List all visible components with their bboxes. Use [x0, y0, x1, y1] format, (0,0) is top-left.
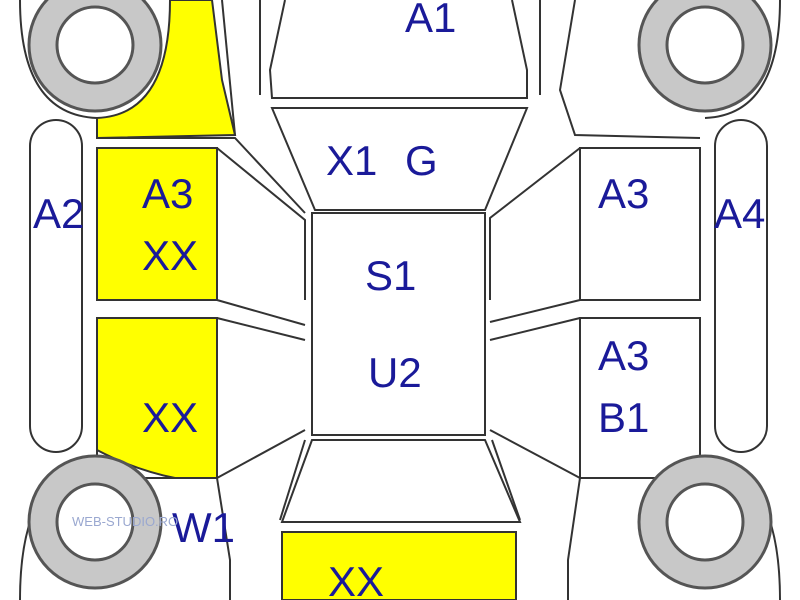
label-right-front-door: A3: [598, 170, 649, 217]
rear-left-wheel: [27, 454, 163, 590]
label-left-fender: A2: [33, 190, 84, 237]
label-right-side: A4: [714, 190, 765, 237]
label-rear-left-wheel: W1: [172, 504, 235, 551]
label-left-front-door-top: A3: [142, 170, 193, 217]
label-roof-bottom: U2: [368, 349, 422, 396]
label-windshield-g: G: [405, 137, 438, 184]
left-front-fender-damage: [96, 0, 237, 140]
front-right-wheel: [637, 0, 773, 113]
label-hood: A1: [405, 0, 456, 41]
rear-right-wheel: [637, 454, 773, 590]
label-trunk: XX: [328, 558, 384, 600]
car-outline: [19, 0, 781, 600]
label-windshield-x1: X1: [326, 137, 377, 184]
front-left-wheel: [27, 0, 163, 113]
label-left-rear-door: XX: [142, 394, 198, 441]
label-left-front-door-bottom: XX: [142, 232, 198, 279]
label-roof-top: S1: [365, 252, 416, 299]
label-right-rear-door-top: A3: [598, 332, 649, 379]
trunk-damage: [281, 531, 517, 600]
watermark: WEB-STUDIO.RO: [72, 514, 178, 529]
label-right-rear-door-bottom: B1: [598, 394, 649, 441]
